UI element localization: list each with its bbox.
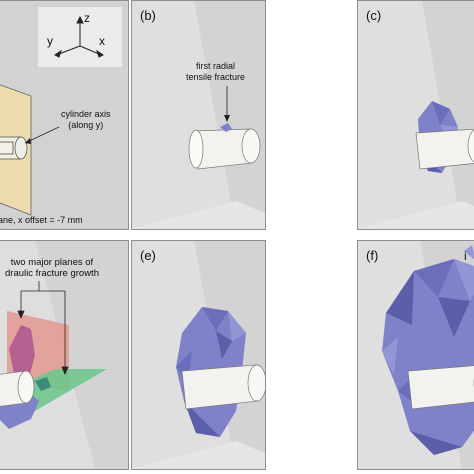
panel-c-scene — [358, 1, 474, 229]
panel-e: (e) — [131, 240, 266, 470]
panel-a: z y x cylinder axis (along y) plane, x o… — [0, 0, 129, 230]
pink-fracture — [9, 325, 35, 379]
borehole-cylinder — [415, 128, 474, 170]
borehole-cylinder — [181, 364, 265, 410]
panel-a-scene — [0, 1, 128, 229]
borehole-cylinder — [188, 128, 261, 170]
panel-label-c: (c) — [366, 8, 382, 23]
panel-c: (c) — [357, 0, 474, 230]
plane-bracket-arrows — [17, 281, 69, 376]
panel-f-corner-text: i — [464, 249, 467, 263]
fracture-planes-annotation: two major planes of draulic fracture gro… — [5, 257, 99, 279]
axis-triad-icon — [54, 15, 104, 58]
panel-b: (b) first radial tensile fracture — [131, 0, 266, 230]
teal-fracture — [35, 377, 51, 391]
panel-label-b: (b) — [140, 8, 156, 23]
panel-d: two major planes of draulic fracture gro… — [0, 240, 129, 470]
axis-x-label: x — [99, 34, 105, 48]
axis-y-label: y — [47, 34, 53, 48]
panel-label-f: (f) — [366, 248, 379, 263]
panel-f: (f) i — [357, 240, 474, 470]
panel-label-e: (e) — [140, 248, 156, 263]
borehole-cylinder — [407, 365, 474, 410]
first-fracture — [220, 123, 232, 132]
panel-b-scene — [132, 1, 265, 229]
fracture-arrowhead — [224, 115, 230, 122]
borehole-cylinder — [0, 136, 28, 160]
panel-f-scene — [358, 241, 474, 469]
panel-e-scene — [132, 241, 265, 469]
cylinder-axis-label: cylinder axis (along y) — [61, 109, 111, 130]
borehole-cylinder — [0, 370, 35, 407]
cylinder-arrowhead — [25, 138, 31, 144]
cylinder-leader-line — [24, 126, 60, 144]
axis-z-label: z — [84, 11, 90, 25]
panel-d-scene — [0, 241, 128, 469]
fracture-cluster — [382, 245, 474, 455]
plane-offset-label: plane, x offset = -7 mm — [0, 215, 83, 225]
first-fracture-annotation: first radial tensile fracture — [186, 61, 246, 82]
